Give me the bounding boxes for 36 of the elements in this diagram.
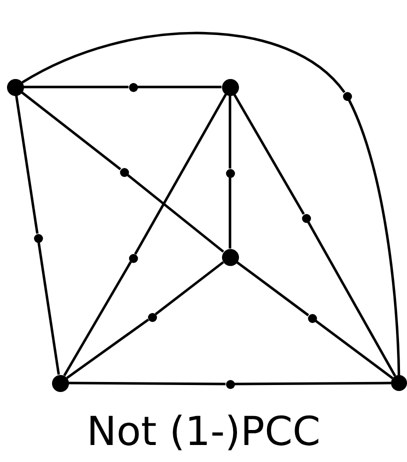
graph-edge (236, 261, 310, 316)
graph-edge (15, 95, 39, 234)
graph-vertex (52, 374, 68, 392)
graph-edge (228, 178, 232, 248)
graph-edge (20, 91, 122, 170)
subdivision-dot (226, 380, 234, 388)
graph-edge (63, 261, 132, 376)
graph-vertex (6, 78, 24, 96)
subdivision-dot (148, 312, 156, 322)
graph-edge (24, 86, 128, 88)
graph-edge (66, 318, 150, 380)
graph-edge (234, 382, 391, 386)
graph-edge (233, 94, 305, 215)
graph-vertex (222, 78, 238, 96)
subdivision-dot (308, 314, 316, 322)
graph-edge (22, 32, 346, 94)
caption: Not (1-)PCC (86, 408, 320, 456)
subdivision-dot (226, 168, 234, 178)
graph-edge (228, 96, 232, 168)
graph-edge (314, 320, 394, 380)
graph-edge (154, 261, 224, 316)
subdivision-dot (342, 92, 352, 100)
graph-vertex (391, 375, 407, 391)
graph-edge (134, 94, 227, 255)
subdivision-dot (120, 168, 128, 176)
graph-edge (126, 174, 224, 253)
graph-vertex (222, 248, 238, 266)
graph-edge (138, 86, 222, 88)
graph-edge (348, 99, 400, 376)
subdivision-dot (128, 254, 138, 262)
graph-edge (307, 221, 396, 377)
graph-edge (37, 242, 60, 375)
subdivision-dot (34, 234, 42, 242)
subdivision-dot (128, 82, 138, 92)
subdivision-dot (302, 214, 310, 222)
graph-edge (68, 382, 226, 386)
